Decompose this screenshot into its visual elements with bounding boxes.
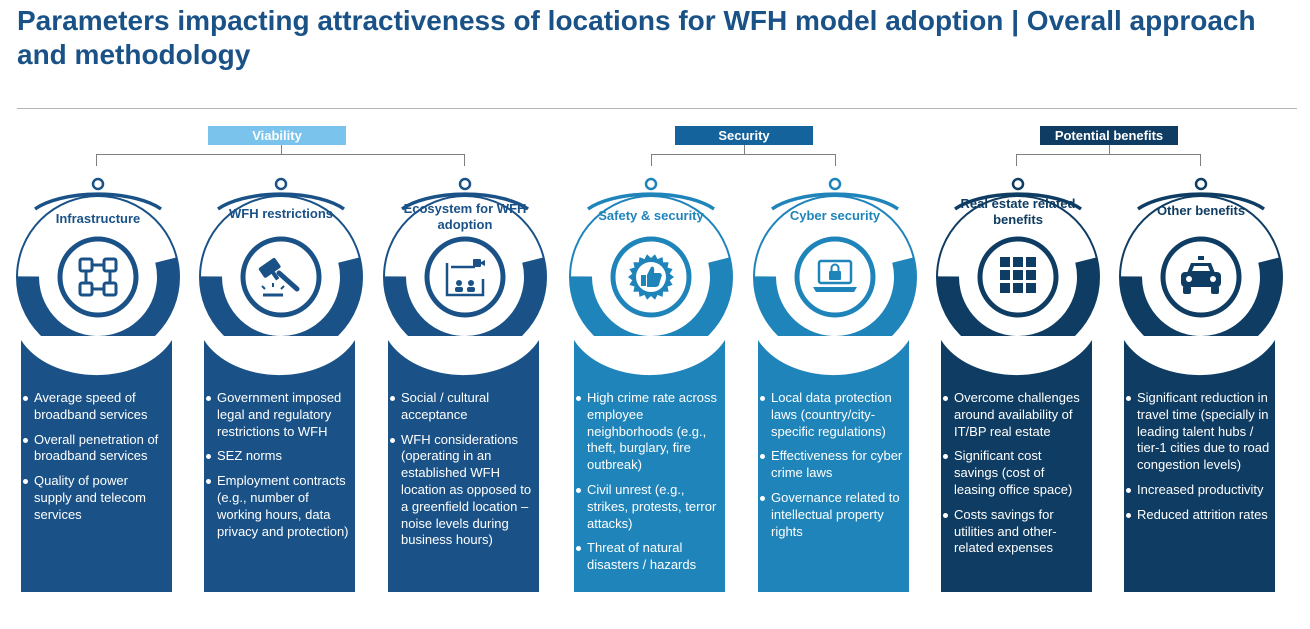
bullet-item: Local data protection laws (country/city…	[758, 390, 906, 440]
category-panel	[1124, 340, 1275, 592]
bullet-item: Average speed of broadband services	[21, 390, 169, 424]
category-bullets: Government imposed legal and regulatory …	[204, 390, 352, 548]
gavel-icon	[258, 257, 300, 297]
bracket-line	[651, 154, 835, 155]
category-ring	[1119, 177, 1283, 359]
panel-arc	[1118, 336, 1284, 376]
bracket-stem	[281, 145, 282, 154]
category-title: Other benefits	[1156, 203, 1246, 218]
category-title: Ecosystem for WFH adoption	[403, 201, 527, 232]
category-bullets: Local data protection laws (country/city…	[758, 390, 906, 548]
category-panel	[21, 340, 172, 592]
bullet-item: High crime rate across employee neighbor…	[574, 390, 722, 474]
bracket-end-left	[1016, 154, 1017, 166]
bracket-stem	[744, 145, 745, 154]
category-ring	[199, 177, 363, 359]
bracket-line	[1016, 154, 1200, 155]
bullet-item: WFH considerations (operating in an esta…	[388, 432, 536, 550]
bullet-item: Social / cultural acceptance	[388, 390, 536, 424]
bullet-item: Overall penetration of broadband service…	[21, 432, 169, 466]
panel-arc	[198, 336, 364, 376]
category-ring	[569, 177, 733, 359]
group-label-benefits: Potential benefits	[1040, 126, 1178, 145]
group-security: Security	[651, 126, 837, 192]
group-label-viability: Viability	[208, 126, 346, 145]
bullet-item: Government imposed legal and regulatory …	[204, 390, 352, 440]
category-panel	[204, 340, 355, 592]
car-icon	[1181, 256, 1221, 294]
group-benefits: Potential benefits	[1016, 126, 1202, 192]
panel-arc	[15, 336, 181, 376]
bracket-end-left	[651, 154, 652, 166]
category-ring	[16, 177, 180, 359]
category-ring	[753, 177, 917, 359]
bullet-item: Effectiveness for cyber crime laws	[758, 448, 906, 482]
building-grid-icon	[1000, 257, 1036, 293]
category-panel	[388, 340, 539, 592]
category-title: Cyber security	[789, 208, 881, 223]
bullet-item: Increased productivity	[1124, 482, 1272, 499]
group-label-security: Security	[675, 126, 813, 145]
bracket-stem	[1109, 145, 1110, 154]
category-bullets: High crime rate across employee neighbor…	[574, 390, 722, 582]
bullet-item: SEZ norms	[204, 448, 352, 465]
bullet-item: Employment contracts (e.g., number of wo…	[204, 473, 352, 540]
category-bullets: Significant reduction in travel time (sp…	[1124, 390, 1272, 532]
category-panel	[758, 340, 909, 592]
bracket-end-right	[1200, 154, 1201, 166]
bullet-item: Significant reduction in travel time (sp…	[1124, 390, 1272, 474]
video-conference-icon	[445, 259, 485, 297]
panel-arc	[568, 336, 734, 376]
bracket-end-right	[835, 154, 836, 166]
category-title: Infrastructure	[55, 211, 141, 226]
title-divider	[17, 108, 1297, 109]
page-title: Parameters impacting attractiveness of l…	[17, 5, 1256, 70]
network-nodes-icon	[78, 257, 118, 297]
bullet-item: Overcome challenges around availability …	[941, 390, 1089, 440]
bullet-item: Governance related to intellectual prope…	[758, 490, 906, 540]
bullet-item: Civil unrest (e.g., strikes, protests, t…	[574, 482, 722, 532]
laptop-lock-icon	[813, 259, 857, 292]
category-panel	[941, 340, 1092, 592]
bracket-end-right	[464, 154, 465, 166]
category-title: Real estate related benefits	[960, 196, 1076, 227]
bullet-item: Costs savings for utilities and other-re…	[941, 507, 1089, 557]
bracket-end-left	[96, 154, 97, 166]
bullet-item: Threat of natural disasters / hazards	[574, 540, 722, 574]
bullet-item: Reduced attrition rates	[1124, 507, 1272, 524]
category-panel	[574, 340, 725, 592]
category-title: WFH restrictions	[228, 206, 333, 221]
group-viability: Viability	[96, 126, 466, 192]
category-bullets: Overcome challenges around availability …	[941, 390, 1089, 565]
panel-arc	[752, 336, 918, 376]
category-title: Safety & security	[598, 208, 704, 223]
panel-arc	[935, 336, 1101, 376]
bullet-item: Significant cost savings (cost of leasin…	[941, 448, 1089, 498]
panel-arc	[382, 336, 548, 376]
thumbs-up-badge-icon	[628, 254, 674, 300]
bracket-line	[96, 154, 464, 155]
bullet-item: Quality of power supply and telecom serv…	[21, 473, 169, 523]
